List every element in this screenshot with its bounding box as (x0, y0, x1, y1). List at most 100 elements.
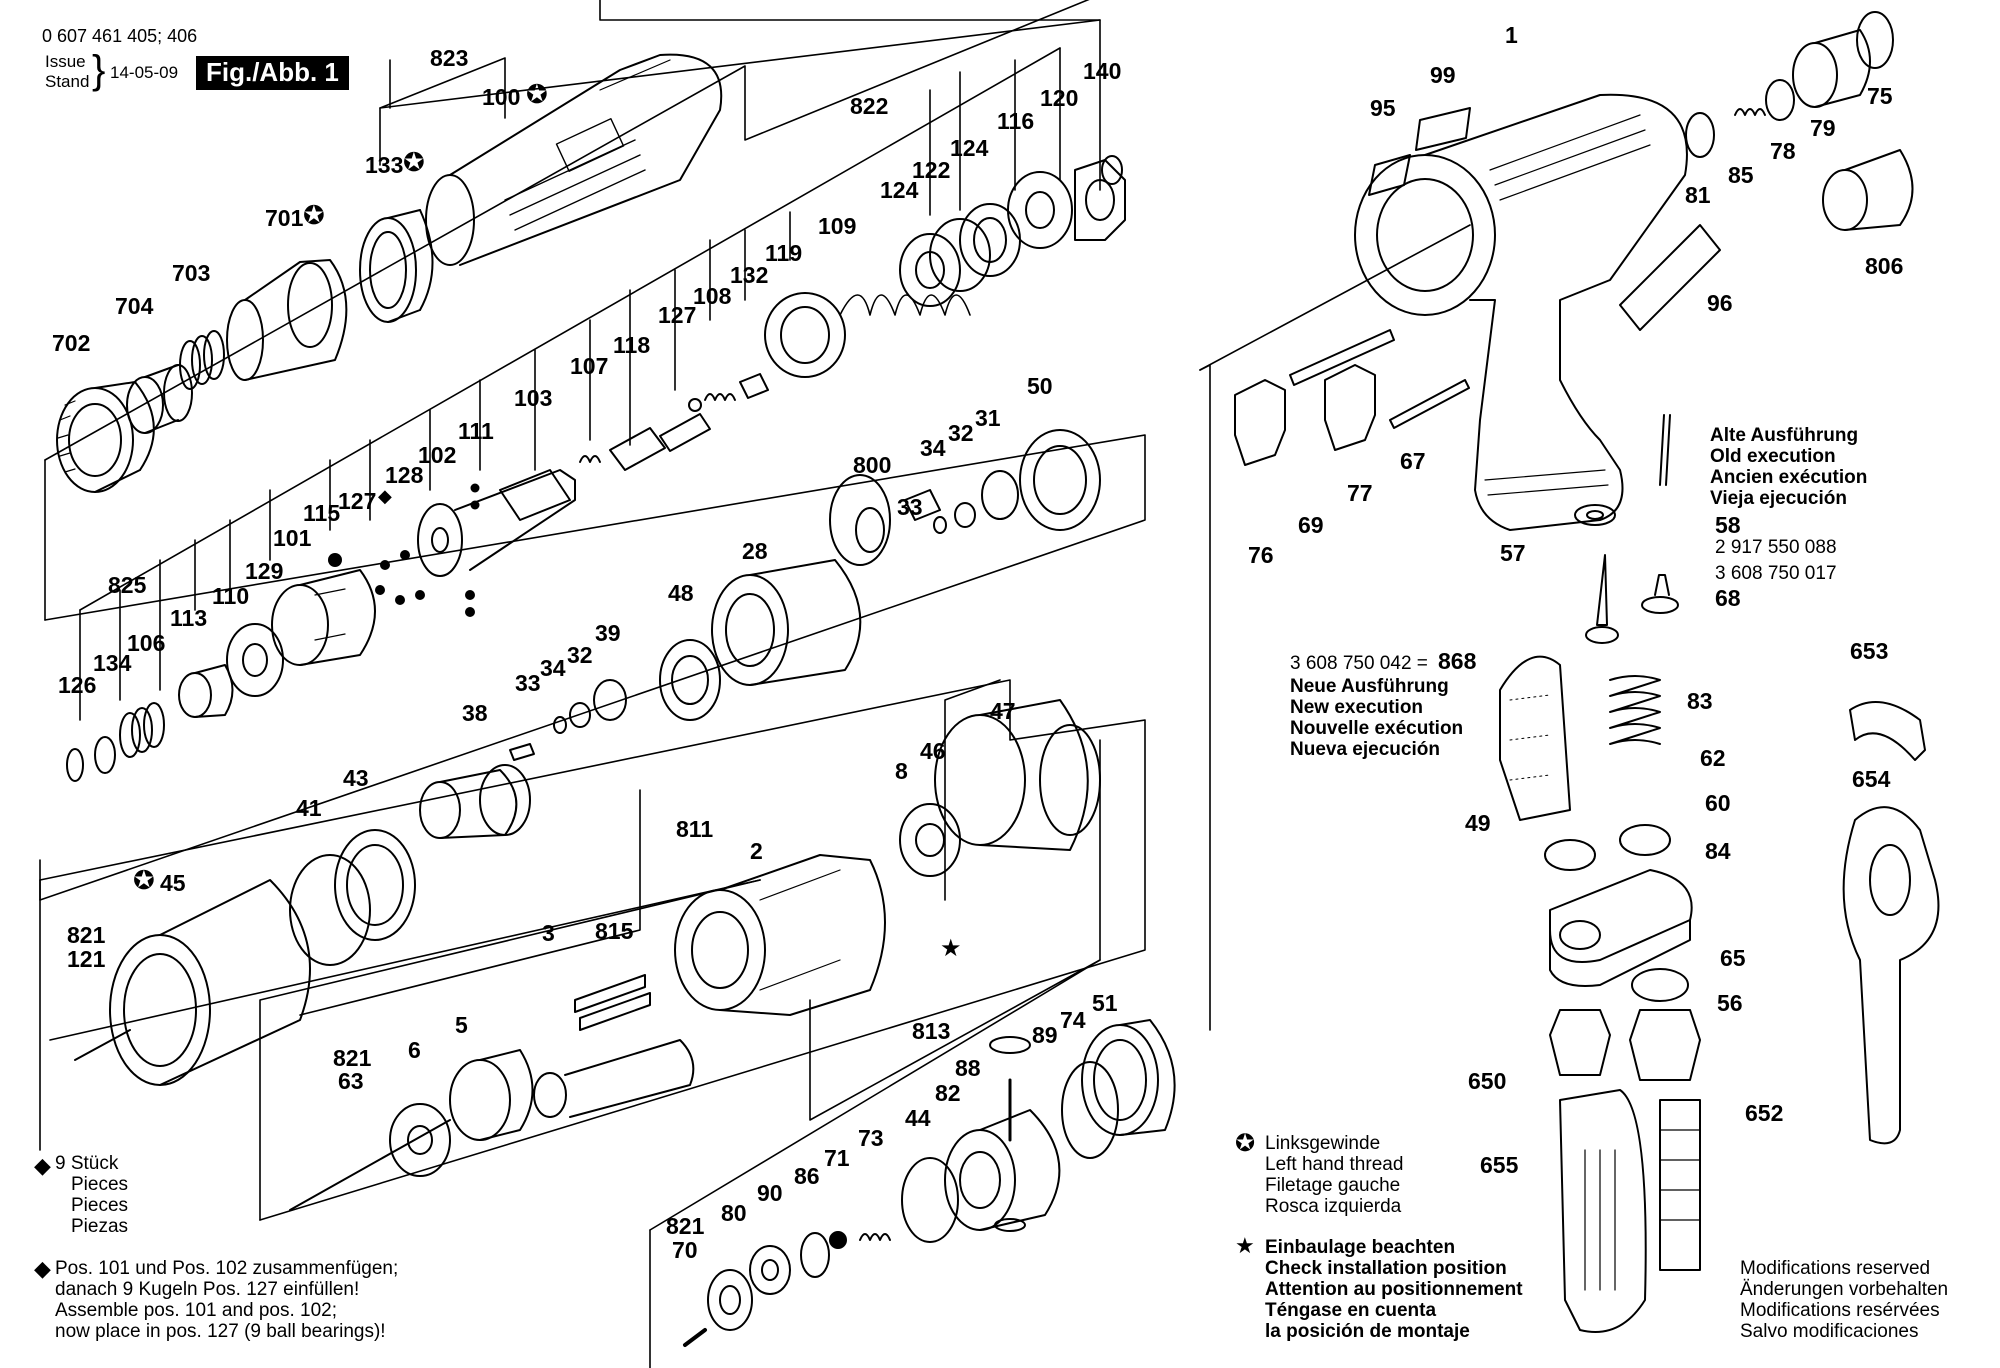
part-654-side-handle (1842, 806, 1940, 1145)
part-124-122-bearing (899, 203, 1021, 307)
part-127-balls (328, 483, 480, 617)
part-label-101: 101 (273, 525, 312, 551)
part-label-88: 88 (955, 1055, 981, 1081)
part-100-housing (425, 53, 723, 266)
part-label-133: 133 (365, 152, 404, 178)
part-label-70: 70 (672, 1237, 698, 1263)
part-label-106: 106 (127, 630, 166, 656)
part-704-sleeve (126, 364, 193, 434)
part-73-spring (859, 1233, 891, 1241)
part-label-47: 47 (990, 698, 1016, 724)
left-hand-thread-symbol-45: ✪ (133, 865, 155, 895)
part-label-33-mid: 33 (515, 670, 541, 696)
part-label-67: 67 (1400, 448, 1426, 474)
new-execution-block: Neue Ausführung New execution Nouvelle e… (1290, 676, 1463, 760)
part-label-100: 100 (482, 84, 521, 110)
part-118-107-plunger (579, 413, 711, 471)
part-label-74: 74 (1060, 1007, 1086, 1033)
legend-lh-symbol: ✪ (1235, 1130, 1256, 1157)
part-label-77: 77 (1347, 480, 1373, 506)
left-hand-thread-symbol-701: ✪ (303, 200, 325, 230)
part-label-103: 103 (514, 385, 553, 411)
pieces-fr: Pieces (71, 1195, 129, 1216)
part-label-1: 1 (1505, 22, 1518, 48)
part-label-108: 108 (693, 283, 732, 309)
figure-title: Fig./Abb. 1 (196, 56, 349, 90)
part-label-120: 120 (1040, 85, 1079, 111)
part-90-screw (749, 1245, 791, 1295)
part-label-121: 121 (67, 946, 106, 972)
part-label-134: 134 (93, 650, 132, 676)
part-67-pins (1289, 329, 1470, 429)
part-650-fitting (1549, 1009, 1611, 1076)
part-label-46: 46 (920, 738, 946, 764)
part-label-44: 44 (905, 1105, 931, 1131)
install-en: Check installation position (1265, 1258, 1507, 1279)
diamond-symbol-127: ◆ (378, 486, 392, 506)
part-128-gears (829, 474, 941, 566)
part-51-nut (1081, 1019, 1176, 1136)
part-label-652: 652 (1745, 1100, 1784, 1126)
part-label-127-top: 127 (658, 302, 697, 328)
part-label-821-mid: 821 (333, 1045, 372, 1071)
left-hand-thread-legend: Linksgewinde Left hand thread Filetage g… (1265, 1133, 1403, 1217)
lh-fr: Filetage gauche (1265, 1175, 1401, 1196)
part-103-102-spindle (417, 469, 576, 577)
part-74-ring (1061, 1061, 1119, 1159)
bracket-lines-row-1 (79, 0, 1101, 721)
part-99-label (1415, 107, 1471, 151)
part-44-ring (901, 1157, 959, 1243)
part-95-plate (1368, 154, 1411, 196)
part-label-821-left: 821 (67, 922, 106, 948)
part-116-120-nut (1007, 159, 1126, 249)
part-label-51: 51 (1092, 990, 1118, 1016)
part-label-124-top: 124 (950, 135, 989, 161)
assembly-line-1: Pos. 101 und Pos. 102 zusammenfügen; (55, 1258, 399, 1279)
new-execution-en: New execution (1290, 697, 1424, 718)
part-label-115: 115 (303, 500, 341, 526)
part-label-90: 90 (757, 1180, 783, 1206)
panel-row-3 (39, 679, 1146, 1368)
part-126-ring (66, 748, 84, 782)
part-label-28: 28 (742, 538, 768, 564)
part-75-85-fittings (1685, 11, 1894, 158)
issue-date: 14-05-09 (110, 63, 179, 82)
part-label-86: 86 (794, 1163, 820, 1189)
part-label-126: 126 (58, 672, 97, 698)
part-71-ball (829, 1231, 847, 1249)
part-868-prefix: 3 608 750 042 = (1290, 653, 1428, 674)
part-label-127-left: 127 (338, 488, 377, 514)
part-label-122: 122 (912, 157, 951, 183)
part-label-825: 825 (108, 572, 147, 598)
part-652-hose-nipple (1659, 1099, 1701, 1271)
legend-star-symbol: ★ (1235, 1233, 1255, 1258)
old-execution-block: Alte Ausführung Old execution Ancien exé… (1710, 425, 1867, 509)
part-label-701: 701 (265, 205, 304, 231)
part-label-806: 806 (1865, 253, 1904, 279)
part-label-132: 132 (730, 262, 769, 288)
part-label-95: 95 (1370, 95, 1396, 121)
part-1-handle (1354, 93, 1688, 531)
part-46-47-cylinder (934, 699, 1101, 851)
pieces-diamond: ◆ (34, 1153, 51, 1178)
left-hand-thread-symbol-133: ✪ (403, 147, 425, 177)
part-134-ring (94, 736, 116, 774)
modifications-note: Modifications reserved Änderungen vorbeh… (1740, 1258, 1948, 1342)
part-label-811: 811 (676, 816, 714, 842)
part-label-124-mid: 124 (880, 177, 919, 203)
pieces-note: 9 Stück Pieces Pieces Piezas (55, 1153, 128, 1237)
part-label-58: 58 (1715, 512, 1741, 538)
pieces-en: Pieces (71, 1174, 129, 1195)
part-62-60-screens (1544, 824, 1671, 871)
part-label-823: 823 (430, 45, 469, 71)
part-2-cylinder (674, 854, 886, 1016)
new-execution-es: Nueva ejecución (1290, 739, 1440, 760)
part-label-34-top: 34 (920, 435, 946, 461)
part-113-sleeve (178, 664, 234, 718)
part-86-ring (800, 1232, 830, 1278)
installation-star-symbol: ★ (940, 935, 962, 962)
part-8-bearing (899, 803, 961, 877)
part-label-62: 62 (1700, 745, 1726, 771)
